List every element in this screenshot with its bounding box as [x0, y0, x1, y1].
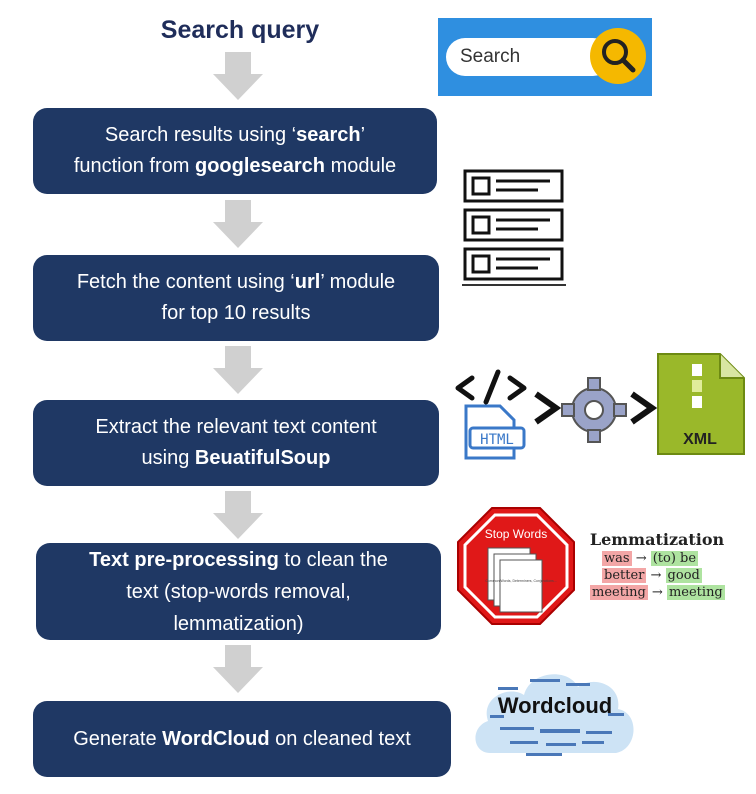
- step-text-line: lemmatization): [89, 608, 388, 640]
- lemma-word: meeting: [590, 585, 648, 600]
- step-text-run: for top 10 results: [161, 302, 311, 324]
- step-text-run: module: [325, 155, 397, 177]
- step-text: Generate WordCloud on cleaned text: [73, 724, 411, 755]
- step-text-line: function from googlesearch module: [74, 151, 396, 182]
- step-search-results: Search results using ‘search’function fr…: [33, 108, 437, 194]
- xml-label: XML: [683, 431, 717, 448]
- step-text-run: function from: [73, 155, 195, 177]
- step-text: Search results using ‘search’function fr…: [74, 120, 396, 182]
- step-extract-text: Extract the relevant text content using B…: [33, 400, 439, 486]
- search-field: Search: [446, 38, 612, 76]
- step-text-line: using BeuatifulSoup: [95, 443, 376, 474]
- step-text-run: Fetch the content using ‘: [76, 271, 295, 293]
- lemma-result: good: [665, 568, 702, 583]
- lemmatization-title: Lemmatization: [589, 530, 725, 549]
- lemma-result: meeting: [666, 585, 725, 600]
- search-button-icon: [590, 28, 646, 84]
- html-label: HTML: [480, 432, 514, 448]
- stop-words-small-text: Common Words, Determiners, Conjunctions.…: [485, 579, 556, 583]
- diagram-title: Search query: [160, 16, 320, 44]
- stop-words-label: Stop Words: [485, 527, 547, 541]
- step-text-line: Search results using ‘search’: [74, 120, 396, 151]
- step-text-run: ’: [360, 124, 366, 146]
- step-text: Fetch the content using ‘url’ module for …: [77, 267, 395, 329]
- step-text-run: ’ module: [320, 271, 396, 293]
- step-text-run: lemmatization): [173, 612, 304, 635]
- step-text: Extract the relevant text content using B…: [95, 412, 376, 474]
- down-arrow-icon: [213, 491, 263, 539]
- wordcloud-label: Wordcloud: [498, 693, 612, 718]
- stop-words-icon: Stop Words Common Words, Determiners, Co…: [457, 507, 575, 625]
- html-to-xml-icon: HTML XML: [455, 353, 745, 460]
- lemmatization-example: Lemmatization was → (to) be better → goo…: [582, 530, 732, 600]
- step-text: Text pre-processing to clean the text (st…: [89, 544, 388, 640]
- step-text-run: text (stop-words removal,: [126, 580, 351, 603]
- lemma-word: was: [602, 551, 632, 566]
- results-list-icon: [462, 169, 566, 286]
- step-preprocessing: Text pre-processing to clean the text (st…: [36, 543, 441, 640]
- step-text-bold: url: [294, 271, 321, 293]
- lemma-row: meeting → meeting: [590, 585, 725, 600]
- step-text-line: Generate WordCloud on cleaned text: [73, 724, 411, 755]
- lemma-row: was → (to) be: [602, 551, 699, 566]
- step-text-run: ‘: [291, 124, 297, 146]
- step-fetch-content: Fetch the content using ‘url’ module for …: [33, 255, 439, 341]
- step-generate-wordcloud: Generate WordCloud on cleaned text: [33, 701, 451, 777]
- search-placeholder: Search: [460, 46, 521, 67]
- step-text-run: Extract the relevant text content: [95, 416, 377, 438]
- step-text-bold: Text pre-processing: [89, 548, 279, 571]
- step-text-run: Generate: [73, 727, 163, 750]
- down-arrow-icon: [213, 200, 263, 248]
- step-text-line: Fetch the content using ‘url’ module: [77, 267, 395, 298]
- wordcloud-icon: Wordcloud: [475, 674, 634, 756]
- step-text-bold: WordCloud: [162, 727, 270, 750]
- lemma-row: better → good: [602, 568, 702, 583]
- down-arrow-icon: [213, 346, 263, 394]
- step-text-bold: googlesearch: [194, 155, 326, 177]
- lemma-word: better: [602, 568, 647, 583]
- step-text-line: Extract the relevant text content: [95, 412, 376, 443]
- step-text-run: on cleaned text: [269, 727, 411, 750]
- step-text-run: to clean the: [278, 548, 388, 571]
- step-text-bold: BeuatifulSoup: [194, 447, 331, 469]
- step-text-run: Search results using: [104, 124, 292, 146]
- step-text-bold: search: [296, 124, 361, 146]
- step-text-line: for top 10 results: [77, 298, 395, 329]
- step-text-line: Text pre-processing to clean the: [89, 544, 388, 576]
- step-text-line: text (stop-words removal,: [89, 576, 388, 608]
- search-bar-icon: Search: [438, 18, 652, 96]
- lemma-result: (to) be: [650, 551, 699, 566]
- down-arrow-icon: [213, 645, 263, 693]
- step-text-run: using: [141, 447, 195, 469]
- down-arrow-icon: [213, 52, 263, 100]
